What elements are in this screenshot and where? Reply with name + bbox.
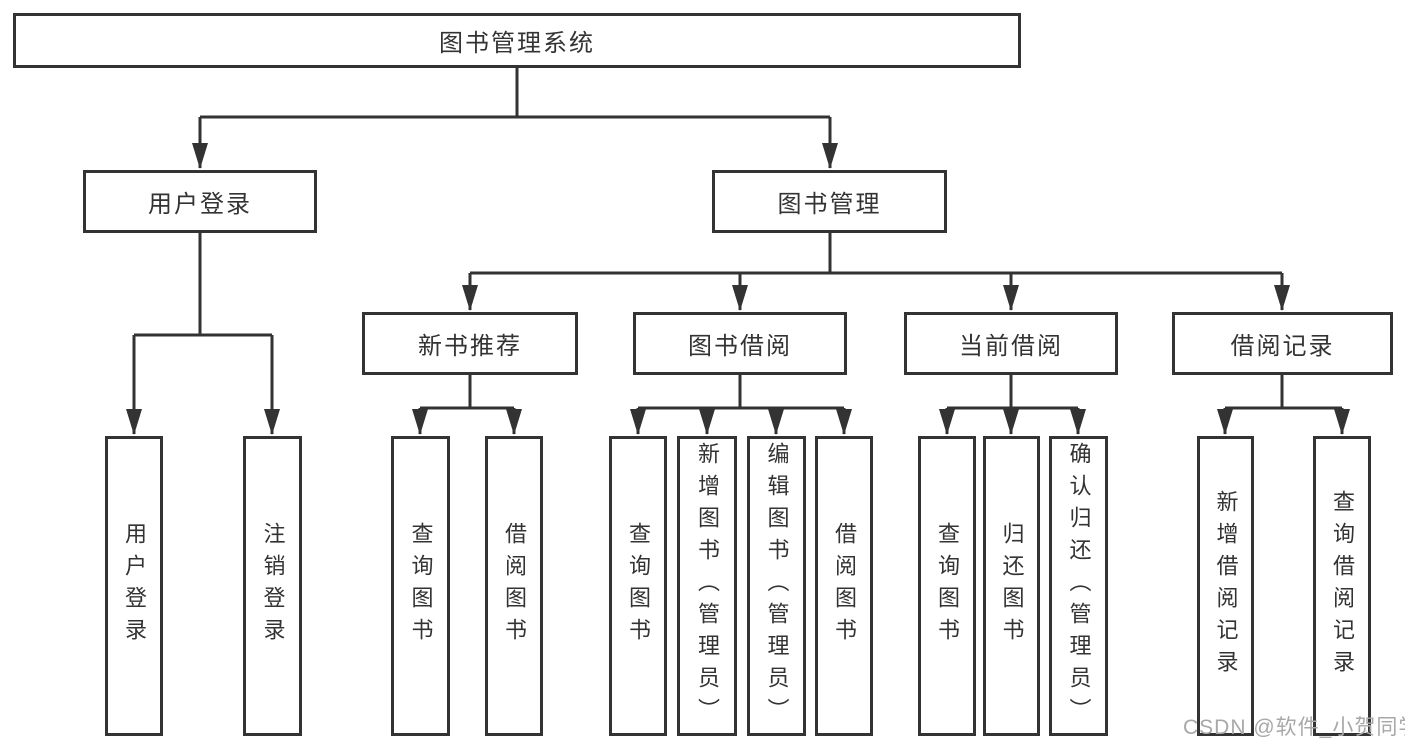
leaf-return-book: 归还图书 bbox=[983, 436, 1040, 736]
node-borrow-records: 借阅记录 bbox=[1172, 312, 1393, 375]
node-current-borrow: 当前借阅 bbox=[904, 312, 1118, 375]
leaf-add-borrow-record: 新增借阅记录 bbox=[1197, 436, 1254, 736]
leaf-edit-book-admin: 编辑图书（管理员） bbox=[747, 436, 806, 736]
csdn-watermark: CSDN @软件_小贺同学 bbox=[1183, 716, 1405, 739]
leaf-logout: 注销登录 bbox=[243, 436, 302, 736]
leaf-borrow-books: 借阅图书 bbox=[815, 436, 873, 736]
node-book-management: 图书管理 bbox=[712, 170, 947, 233]
node-user-login: 用户登录 bbox=[83, 170, 317, 233]
leaf-query-books-current: 查询图书 bbox=[918, 436, 976, 736]
leaf-add-book-admin: 新增图书（管理员） bbox=[677, 436, 737, 736]
node-book-borrow: 图书借阅 bbox=[633, 312, 847, 375]
node-new-book-recommend: 新书推荐 bbox=[362, 312, 578, 375]
node-root-system: 图书管理系统 bbox=[13, 13, 1021, 68]
leaf-user-login: 用户登录 bbox=[105, 436, 163, 736]
leaf-query-books-borrow: 查询图书 bbox=[609, 436, 667, 736]
leaf-query-books-recommend: 查询图书 bbox=[391, 436, 450, 736]
leaf-confirm-return-admin: 确认归还（管理员） bbox=[1049, 436, 1108, 736]
leaf-query-borrow-record: 查询借阅记录 bbox=[1313, 436, 1371, 736]
leaf-borrow-books-recommend: 借阅图书 bbox=[485, 436, 543, 736]
